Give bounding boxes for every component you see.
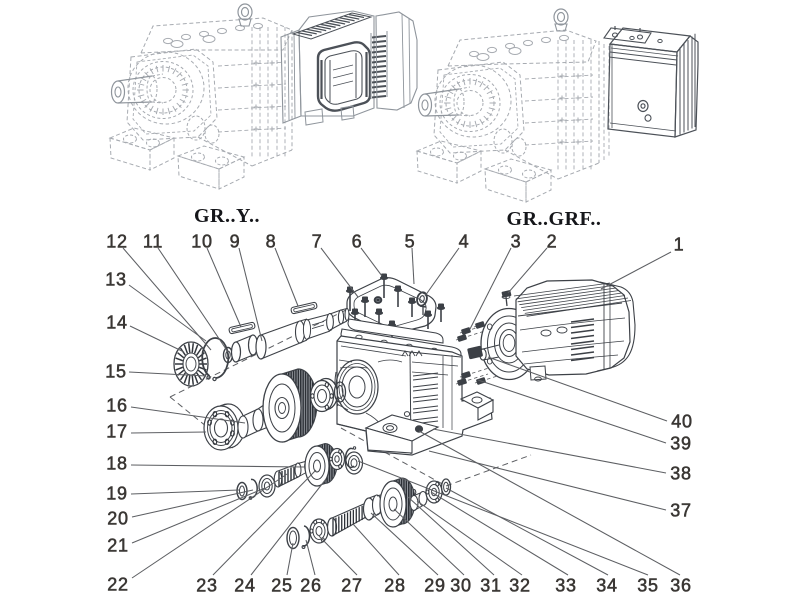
- svg-text:4: 4: [459, 232, 470, 252]
- svg-text:23: 23: [196, 576, 218, 596]
- svg-text:40: 40: [671, 412, 693, 432]
- svg-text:5: 5: [405, 232, 416, 252]
- svg-text:37: 37: [670, 501, 692, 521]
- svg-text:16: 16: [106, 396, 128, 416]
- svg-text:10: 10: [191, 232, 213, 252]
- svg-text:3: 3: [511, 232, 522, 252]
- svg-text:34: 34: [596, 576, 618, 596]
- svg-text:19: 19: [106, 484, 128, 504]
- svg-text:31: 31: [480, 576, 502, 596]
- svg-text:27: 27: [341, 576, 363, 596]
- svg-text:17: 17: [106, 422, 128, 442]
- svg-text:32: 32: [509, 576, 531, 596]
- svg-text:15: 15: [105, 362, 127, 382]
- svg-text:35: 35: [637, 576, 659, 596]
- svg-text:18: 18: [106, 454, 128, 474]
- svg-text:24: 24: [234, 576, 256, 596]
- svg-text:13: 13: [105, 270, 127, 290]
- svg-text:33: 33: [555, 576, 577, 596]
- svg-text:9: 9: [230, 232, 241, 252]
- svg-text:7: 7: [312, 232, 323, 252]
- svg-text:28: 28: [384, 576, 406, 596]
- svg-text:6: 6: [352, 232, 363, 252]
- svg-text:21: 21: [107, 536, 129, 556]
- svg-text:26: 26: [300, 576, 322, 596]
- svg-text:22: 22: [107, 575, 129, 595]
- svg-text:14: 14: [106, 313, 128, 333]
- svg-text:29: 29: [424, 576, 446, 596]
- svg-text:39: 39: [670, 434, 692, 454]
- svg-text:11: 11: [143, 232, 163, 252]
- svg-text:20: 20: [107, 509, 129, 529]
- svg-text:25: 25: [271, 576, 293, 596]
- svg-text:38: 38: [670, 464, 692, 484]
- svg-text:30: 30: [450, 576, 472, 596]
- svg-text:GR..Y..: GR..Y..: [194, 205, 260, 227]
- svg-text:GR..GRF..: GR..GRF..: [507, 208, 602, 230]
- svg-text:1: 1: [674, 235, 685, 255]
- svg-text:36: 36: [670, 576, 692, 596]
- svg-text:8: 8: [266, 232, 277, 252]
- svg-text:12: 12: [106, 232, 128, 252]
- svg-text:2: 2: [547, 232, 558, 252]
